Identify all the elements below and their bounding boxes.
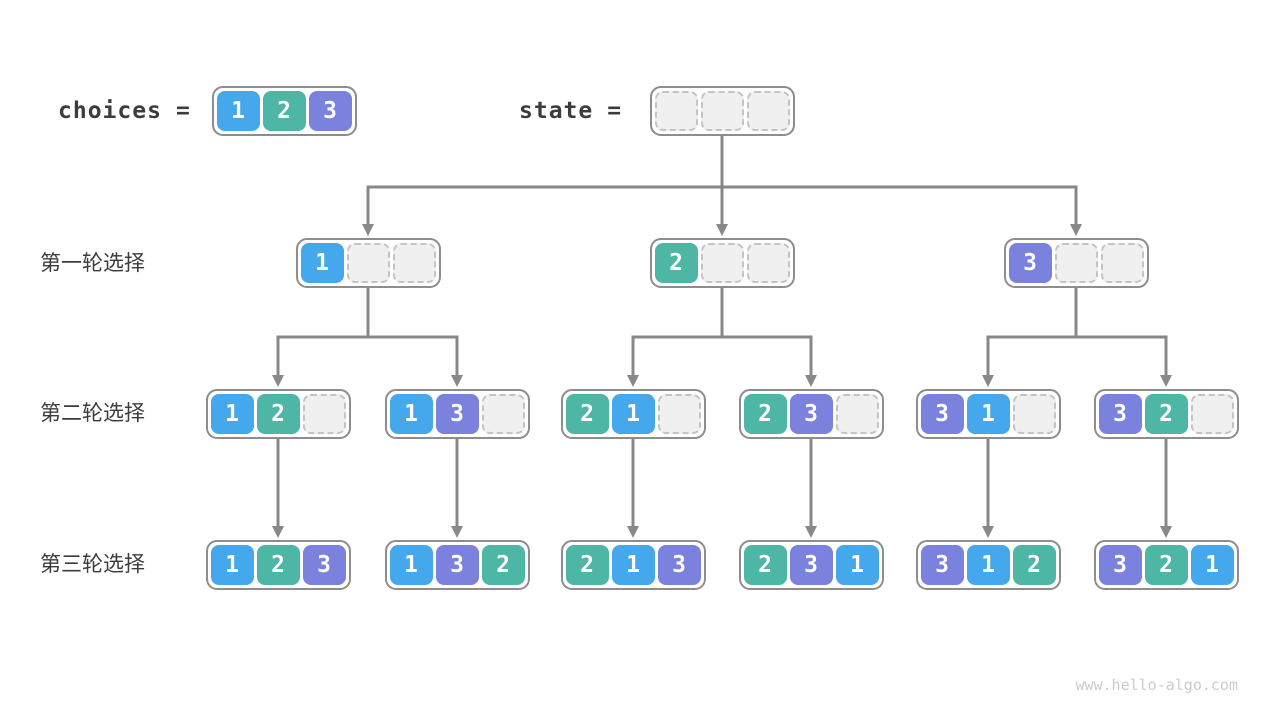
empty-cell	[302, 394, 346, 434]
tree-node: 3	[1003, 238, 1149, 288]
number-cell: 2	[743, 545, 787, 585]
arrowhead	[716, 224, 728, 236]
arrowhead	[1160, 375, 1172, 387]
tree-node: 1	[295, 238, 441, 288]
arrowhead	[982, 526, 994, 538]
number-cell: 3	[308, 91, 352, 131]
arrowhead	[1160, 526, 1172, 538]
choices-label-text: choices	[58, 98, 162, 124]
number-cell: 1	[210, 545, 254, 585]
arrowhead	[627, 526, 639, 538]
arrowhead	[451, 375, 463, 387]
arrowhead	[982, 375, 994, 387]
number-cell: 3	[1098, 545, 1142, 585]
arrowhead	[272, 526, 284, 538]
number-cell: 2	[1144, 545, 1188, 585]
number-cell: 2	[565, 545, 609, 585]
round-3-label: 第三轮选择	[40, 552, 145, 576]
website-watermark: www.hello-algo.com	[1075, 676, 1238, 694]
choices-label: choices =	[58, 86, 191, 136]
number-cell: 1	[216, 91, 260, 131]
arrowhead	[627, 375, 639, 387]
number-cell: 2	[262, 91, 306, 131]
empty-cell	[1012, 394, 1056, 434]
empty-cell	[657, 394, 701, 434]
number-cell: 1	[389, 394, 433, 434]
equals-sign: =	[175, 98, 191, 124]
empty-cell	[1100, 243, 1144, 283]
empty-cell	[392, 243, 436, 283]
arrowhead	[362, 224, 374, 236]
number-cell: 2	[743, 394, 787, 434]
number-cell: 2	[1144, 394, 1188, 434]
number-cell: 3	[920, 545, 964, 585]
number-cell: 3	[1008, 243, 1052, 283]
state-label-text: state	[519, 98, 594, 124]
number-cell: 3	[789, 545, 833, 585]
number-cell: 2	[256, 394, 300, 434]
number-cell: 1	[1190, 545, 1234, 585]
number-cell: 1	[835, 545, 879, 585]
state-label: state =	[519, 86, 622, 136]
number-cell: 3	[1098, 394, 1142, 434]
equals-sign: =	[607, 98, 623, 124]
number-cell: 3	[435, 394, 479, 434]
number-cell: 3	[789, 394, 833, 434]
number-cell: 2	[654, 243, 698, 283]
number-cell: 2	[481, 545, 525, 585]
number-cell: 1	[389, 545, 433, 585]
number-cell: 1	[611, 394, 655, 434]
number-cell: 2	[256, 545, 300, 585]
number-cell: 3	[657, 545, 701, 585]
empty-cell	[346, 243, 390, 283]
number-cell: 1	[611, 545, 655, 585]
number-cell: 1	[966, 545, 1010, 585]
arrowhead	[805, 375, 817, 387]
number-cell: 1	[300, 243, 344, 283]
number-cell: 2	[565, 394, 609, 434]
empty-cell	[746, 91, 790, 131]
empty-cell	[700, 243, 744, 283]
empty-cell	[481, 394, 525, 434]
number-cell: 3	[435, 545, 479, 585]
empty-cell	[835, 394, 879, 434]
state-array-node	[649, 86, 795, 136]
arrowhead	[805, 526, 817, 538]
arrowhead	[451, 526, 463, 538]
number-cell: 1	[210, 394, 254, 434]
number-cell: 3	[302, 545, 346, 585]
arrowhead	[1070, 224, 1082, 236]
empty-cell	[1190, 394, 1234, 434]
empty-cell	[1054, 243, 1098, 283]
number-cell: 1	[966, 394, 1010, 434]
number-cell: 2	[1012, 545, 1056, 585]
arrowhead	[272, 375, 284, 387]
empty-cell	[700, 91, 744, 131]
tree-node: 2	[649, 238, 795, 288]
empty-cell	[746, 243, 790, 283]
round-2-label: 第二轮选择	[40, 401, 145, 425]
number-cell: 3	[920, 394, 964, 434]
empty-cell	[654, 91, 698, 131]
round-1-label: 第一轮选择	[40, 251, 145, 275]
